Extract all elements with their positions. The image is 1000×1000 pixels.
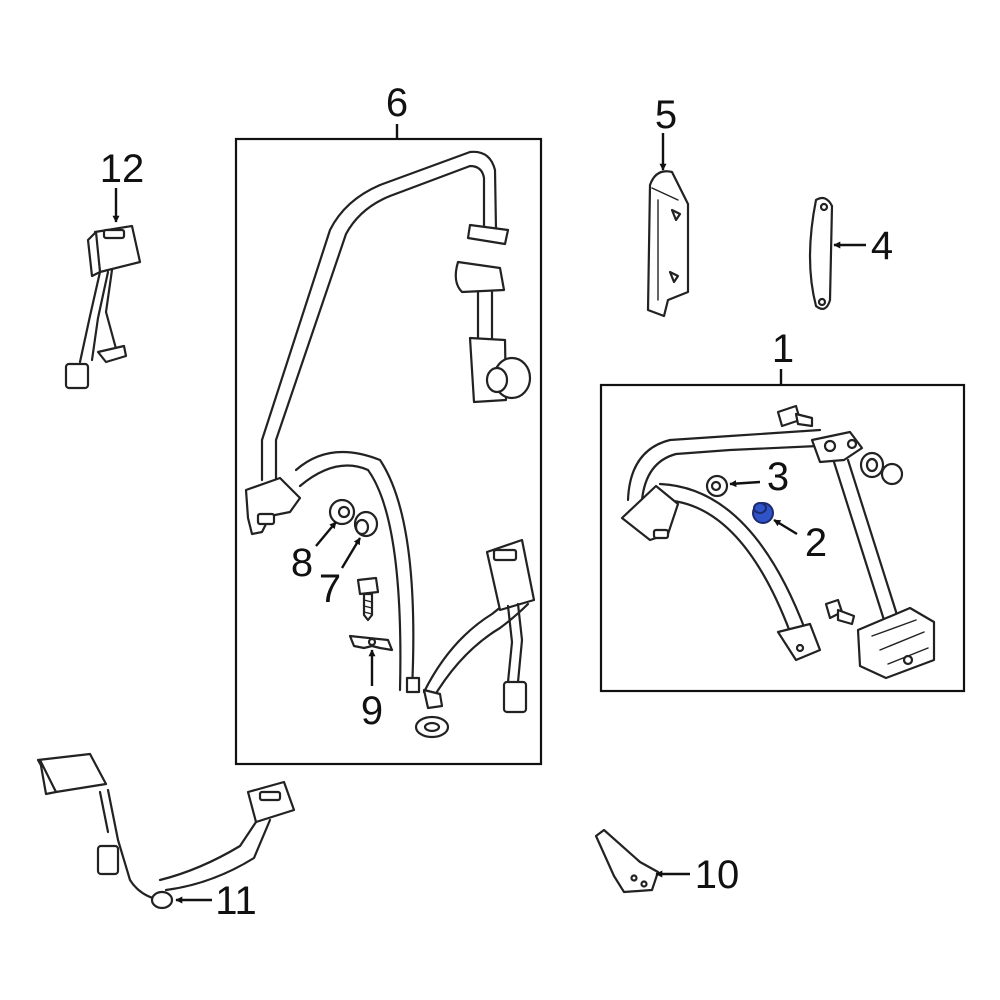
leader-2 (773, 518, 798, 536)
callout-7: 7 (319, 567, 341, 611)
bracket-part-10[interactable] (594, 828, 660, 894)
washer-right-b[interactable] (880, 462, 904, 486)
cover-part-4[interactable] (808, 196, 834, 310)
bolt-upper[interactable] (776, 404, 814, 428)
front-seat-belt-assembly-part-1[interactable] (620, 428, 936, 680)
callout-2: 2 (805, 521, 827, 565)
washer[interactable] (414, 715, 450, 739)
seat-belt-assembly-part[interactable] (244, 150, 536, 714)
group-box-1 (599, 383, 966, 693)
cap-part-7[interactable] (353, 510, 379, 538)
callout-10: 10 (695, 853, 740, 897)
buckle-part-12[interactable] (64, 224, 142, 390)
spacer-part-3[interactable] (705, 474, 729, 498)
anchor-bolt[interactable] (356, 576, 380, 622)
callout-1: 1 (772, 327, 794, 371)
callout-4: 4 (871, 224, 893, 268)
leader-3 (729, 480, 761, 488)
group-box-6 (234, 137, 543, 766)
callout-11: 11 (215, 879, 257, 923)
bracket-part-9[interactable] (348, 634, 394, 652)
callout-8: 8 (291, 541, 313, 585)
bolt-lower[interactable] (824, 598, 856, 626)
nut-part-8[interactable] (328, 498, 356, 526)
nut-part-2[interactable] (752, 502, 774, 524)
callout-5: 5 (655, 93, 677, 137)
callout-6: 6 (386, 81, 408, 125)
washer-right-a[interactable] (859, 451, 885, 479)
buckle-set-part-11[interactable] (36, 752, 296, 910)
callout-9: 9 (361, 689, 383, 733)
leader-8 (315, 521, 337, 547)
leader-7 (340, 537, 362, 569)
callout-3: 3 (767, 455, 789, 499)
callout-12: 12 (100, 147, 145, 191)
trim-panel-part-5[interactable] (646, 170, 690, 318)
